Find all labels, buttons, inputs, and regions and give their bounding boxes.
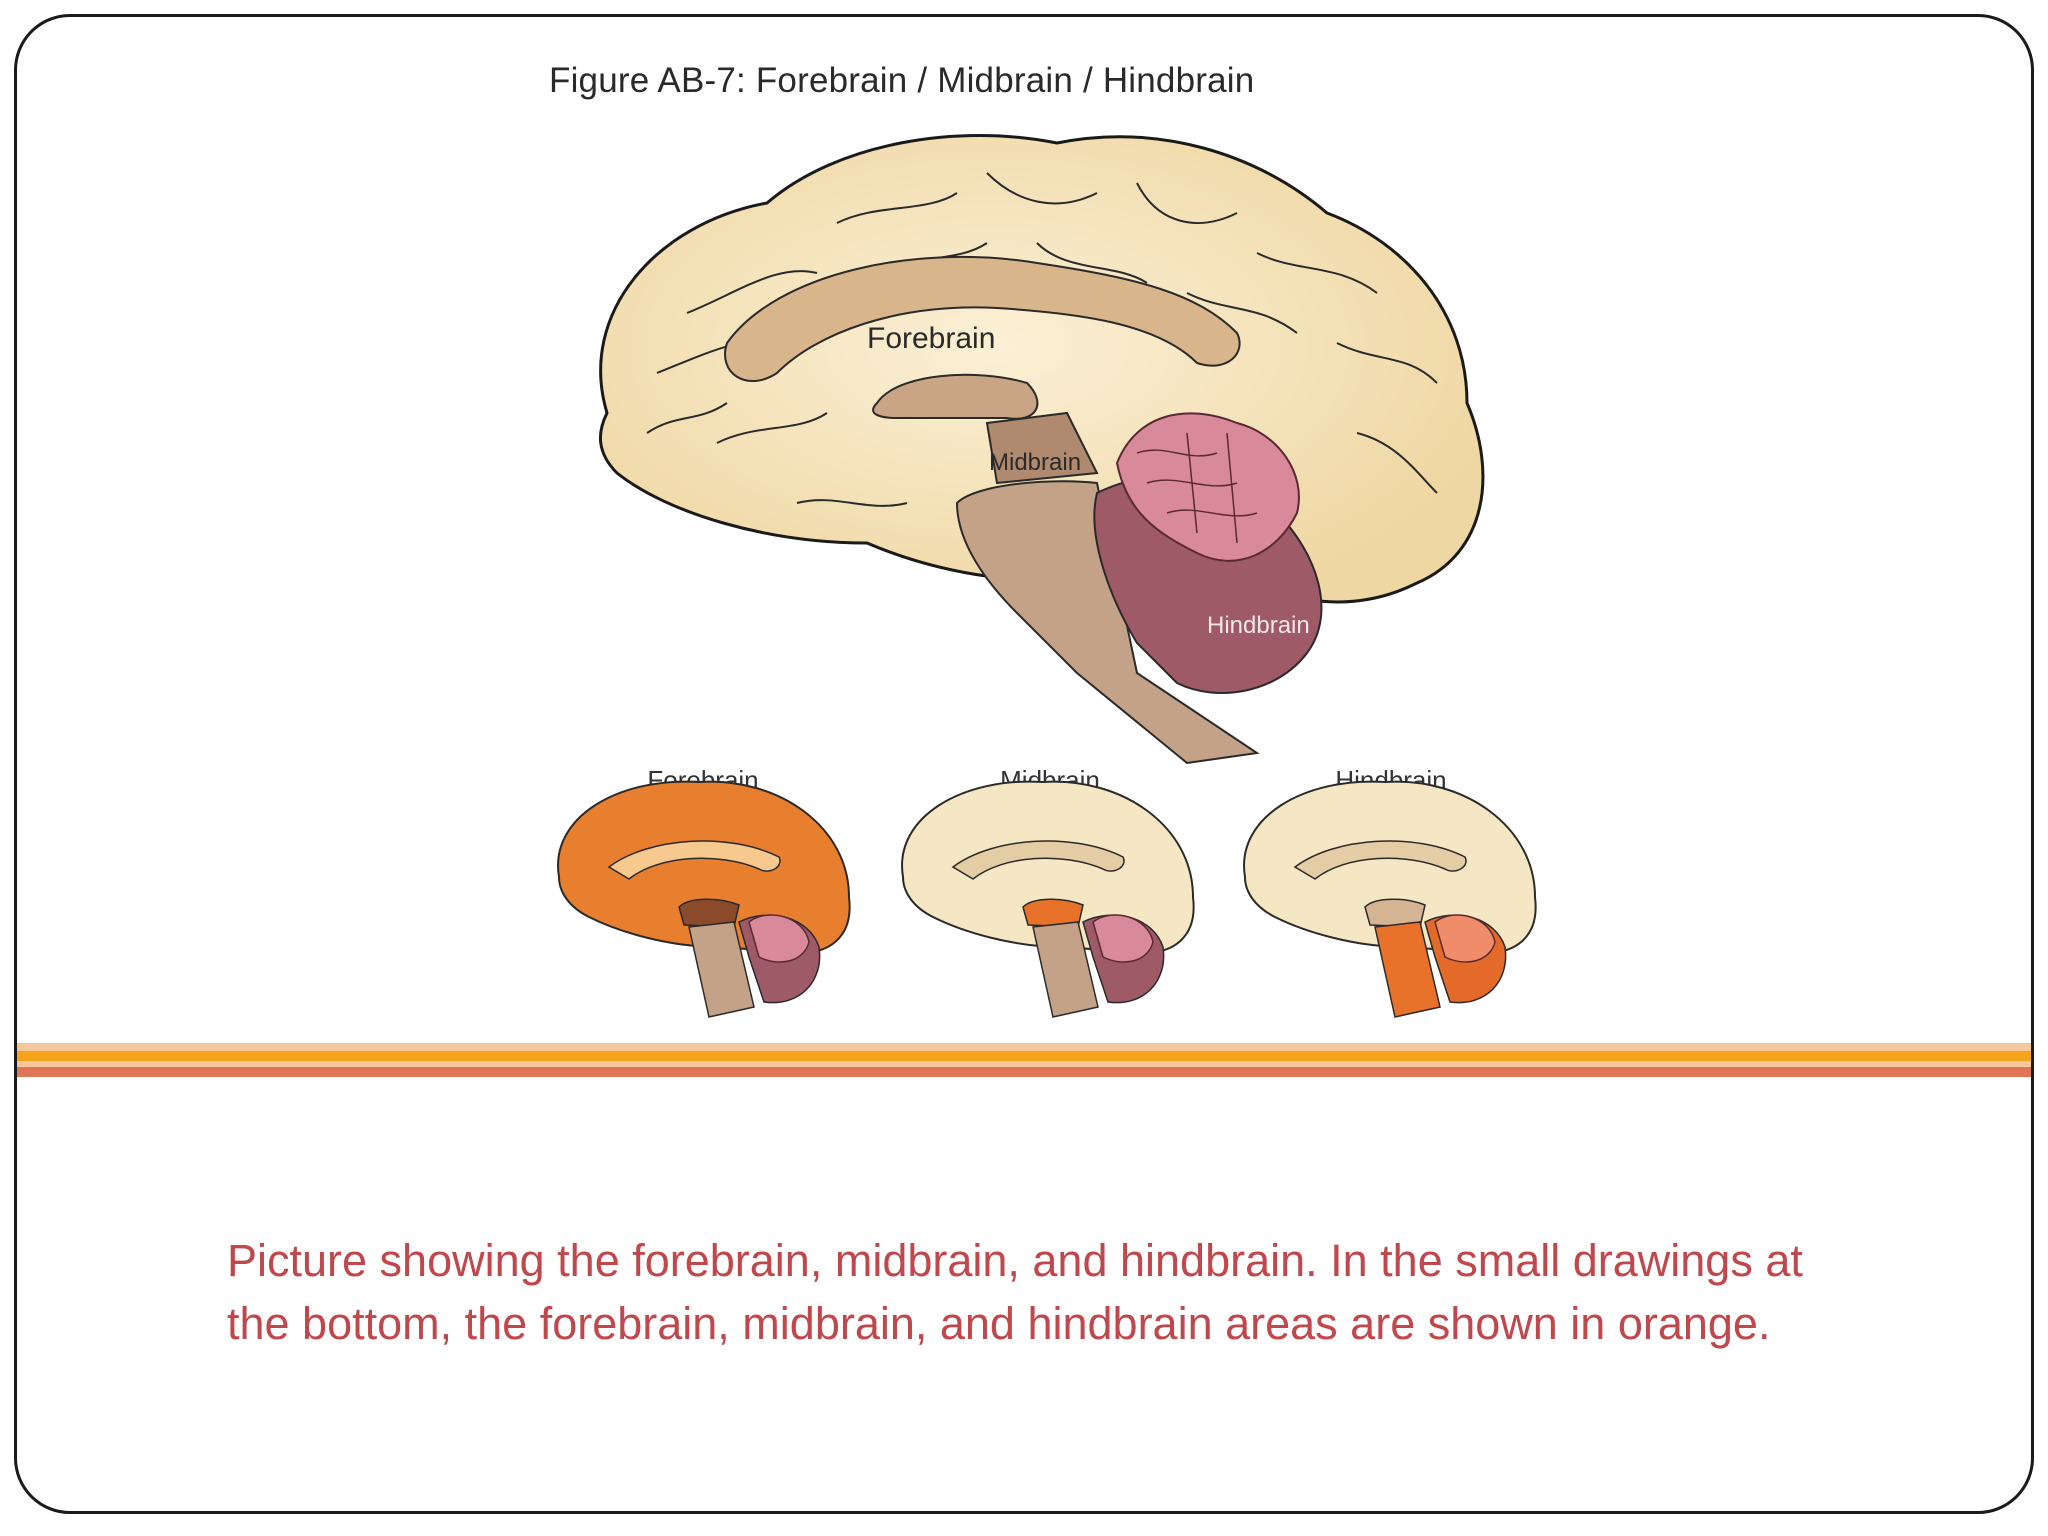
mini-brain-forebrain (557, 780, 851, 1018)
main-label-forebrain: Forebrain (867, 322, 995, 355)
cerebellum-folia (1136, 432, 1258, 544)
brainstem (955, 480, 1260, 765)
slide: Figure AB-7: Forebrain / Midbrain / Hind… (14, 14, 2034, 1514)
stripe-coral (17, 1067, 2031, 1077)
mini-brain-midbrain (901, 780, 1195, 1018)
mini-brain-hindbrain (1243, 780, 1537, 1018)
stripe-peach (17, 1043, 2031, 1051)
main-brain-diagram: Forebrain Midbrain Hindbrain (598, 134, 1485, 765)
corpus-callosum (724, 255, 1241, 383)
main-label-hindbrain: Hindbrain (1207, 612, 1310, 639)
figure-title: Figure AB-7: Forebrain / Midbrain / Hind… (549, 61, 1255, 100)
caption-text: Picture showing the forebrain, midbrain,… (227, 1235, 1803, 1349)
main-label-midbrain: Midbrain (989, 449, 1081, 476)
midbrain-region (985, 411, 1099, 485)
stripe-orange (17, 1051, 2031, 1061)
stripe-peach-2 (17, 1061, 2031, 1067)
thalamus (872, 373, 1039, 420)
